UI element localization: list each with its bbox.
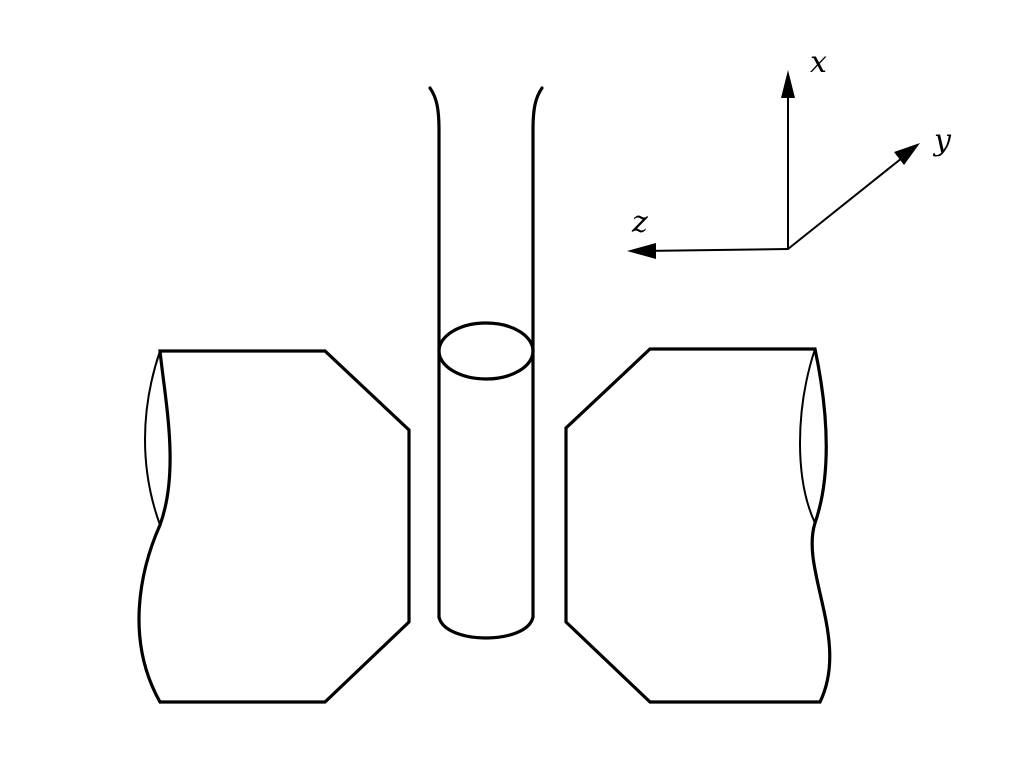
z-axis-label: z: [631, 205, 648, 240]
right-roll-break-curve: [799, 348, 816, 524]
right-roll-outline: [564, 347, 832, 704]
right-roll: [564, 347, 832, 704]
rod-cross-section: [437, 321, 535, 381]
rod-bottom-edge: [437, 615, 535, 640]
rod: [428, 86, 544, 640]
left-roll-outline: [137, 349, 411, 704]
z-axis-line: [641, 248, 789, 252]
y-axis-arrowhead: [894, 143, 920, 165]
coordinate-axes: x y z: [627, 45, 952, 259]
left-roll: [137, 349, 411, 704]
left-roll-break-curve: [144, 350, 161, 526]
rod-right-edge: [531, 86, 544, 619]
y-axis-line: [787, 149, 913, 250]
x-axis-label: x: [810, 45, 827, 80]
x-axis-arrowhead: [781, 70, 795, 98]
y-axis-label: y: [932, 123, 952, 158]
rod-left-edge: [428, 86, 441, 619]
z-axis-arrowhead: [627, 243, 656, 259]
